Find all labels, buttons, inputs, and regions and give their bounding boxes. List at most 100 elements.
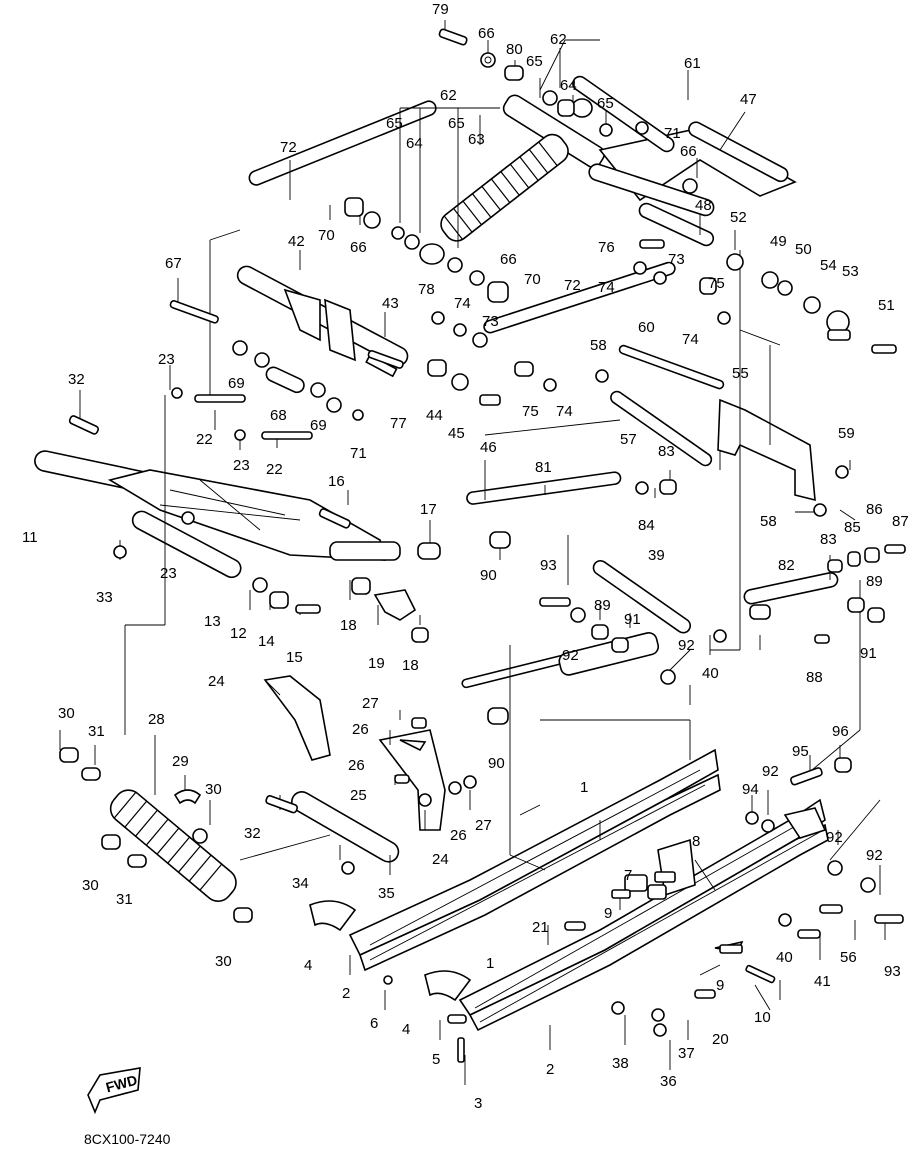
callout-62: 62 <box>440 87 457 104</box>
callout-65: 65 <box>526 53 543 70</box>
callout-labels: 79 66 80 62 65 64 61 47 62 65 71 65 65 6… <box>22 1 909 1112</box>
shaft-57 <box>610 390 713 467</box>
callout-78: 78 <box>418 281 435 298</box>
callout-93: 93 <box>540 557 557 574</box>
callout-19: 19 <box>368 655 385 672</box>
callout-36: 36 <box>660 1073 677 1090</box>
callout-52: 52 <box>730 209 747 226</box>
callout-90: 90 <box>488 755 505 772</box>
callout-27: 27 <box>475 817 492 834</box>
slide-rail-right <box>458 798 829 1032</box>
callout-48: 48 <box>695 197 712 214</box>
callout-9: 9 <box>716 977 724 994</box>
callout-83: 83 <box>658 443 675 460</box>
callout-65: 65 <box>386 115 403 132</box>
callout-8: 8 <box>692 833 700 850</box>
callout-92: 92 <box>678 637 695 654</box>
callout-23: 23 <box>233 457 250 474</box>
fwd-arrow-icon: FWD <box>87 1067 141 1115</box>
callout-26: 26 <box>348 757 365 774</box>
callout-13: 13 <box>204 613 221 630</box>
slide-rail-left <box>348 748 721 972</box>
callout-32: 32 <box>244 825 261 842</box>
callout-34: 34 <box>292 875 309 892</box>
callout-63: 63 <box>468 131 485 148</box>
callout-24: 24 <box>432 851 449 868</box>
bolt-60 <box>618 344 725 390</box>
front-arm-11 <box>34 450 401 579</box>
callout-23: 23 <box>158 351 175 368</box>
callout-58: 58 <box>760 513 777 530</box>
callout-29: 29 <box>172 753 189 770</box>
callout-71: 71 <box>350 445 367 462</box>
callout-22: 22 <box>266 461 283 478</box>
rear-arm-upper <box>588 121 797 247</box>
callout-32: 32 <box>68 371 85 388</box>
callout-60: 60 <box>638 319 655 336</box>
callout-69: 69 <box>228 375 245 392</box>
callout-65: 65 <box>448 115 465 132</box>
callout-74: 74 <box>598 279 615 296</box>
callout-58: 58 <box>590 337 607 354</box>
callout-72: 72 <box>280 139 297 156</box>
callout-7: 7 <box>624 867 632 884</box>
callout-61: 61 <box>684 55 701 72</box>
callout-91: 91 <box>860 645 877 662</box>
callout-81: 81 <box>535 459 552 476</box>
callout-92: 92 <box>762 763 779 780</box>
diagram-code: 8CX100-7240 <box>84 1131 171 1147</box>
callout-68: 68 <box>270 407 287 424</box>
callout-24: 24 <box>208 673 225 690</box>
callout-64: 64 <box>560 77 577 94</box>
callout-10: 10 <box>754 1009 771 1026</box>
callout-55: 55 <box>732 365 749 382</box>
callout-84: 84 <box>638 517 655 534</box>
callout-57: 57 <box>620 431 637 448</box>
callout-41: 41 <box>814 973 831 990</box>
shaft-81 <box>466 471 622 505</box>
callout-17: 17 <box>420 501 437 518</box>
callout-72: 72 <box>564 277 581 294</box>
callout-16: 16 <box>328 473 345 490</box>
callout-18: 18 <box>340 617 357 634</box>
shaft-61 <box>572 75 675 153</box>
callout-30: 30 <box>205 781 222 798</box>
callout-35: 35 <box>378 885 395 902</box>
callout-50: 50 <box>795 241 812 258</box>
wear-plate-4-upper <box>309 900 357 932</box>
callout-15: 15 <box>286 649 303 666</box>
callout-20: 20 <box>712 1031 729 1048</box>
callout-80: 80 <box>506 41 523 58</box>
callout-3: 3 <box>474 1095 482 1112</box>
callout-89: 89 <box>866 573 883 590</box>
callout-54: 54 <box>820 257 837 274</box>
callout-6: 6 <box>370 1015 378 1032</box>
callout-26: 26 <box>450 827 467 844</box>
callout-62: 62 <box>550 31 567 48</box>
callout-56: 56 <box>840 949 857 966</box>
callout-88: 88 <box>806 669 823 686</box>
callout-23: 23 <box>160 565 177 582</box>
front-damper <box>461 632 660 689</box>
callout-70: 70 <box>318 227 335 244</box>
callout-53: 53 <box>842 263 859 280</box>
callout-43: 43 <box>382 295 399 312</box>
callout-14: 14 <box>258 633 275 650</box>
callout-94: 94 <box>742 781 759 798</box>
callout-66: 66 <box>500 251 517 268</box>
callout-31: 31 <box>88 723 105 740</box>
callout-93: 93 <box>884 963 901 980</box>
callout-75: 75 <box>522 403 539 420</box>
callout-22: 22 <box>196 431 213 448</box>
callout-1: 1 <box>486 955 494 972</box>
callout-44: 44 <box>426 407 443 424</box>
callout-28: 28 <box>148 711 165 728</box>
callout-96: 96 <box>832 723 849 740</box>
callout-91: 91 <box>624 611 641 628</box>
callout-2: 2 <box>342 985 350 1002</box>
callout-89: 89 <box>594 597 611 614</box>
callout-66: 66 <box>478 25 495 42</box>
callout-26: 26 <box>352 721 369 738</box>
shaft-39 <box>592 559 692 634</box>
link-rod-upper-72 <box>248 100 437 186</box>
